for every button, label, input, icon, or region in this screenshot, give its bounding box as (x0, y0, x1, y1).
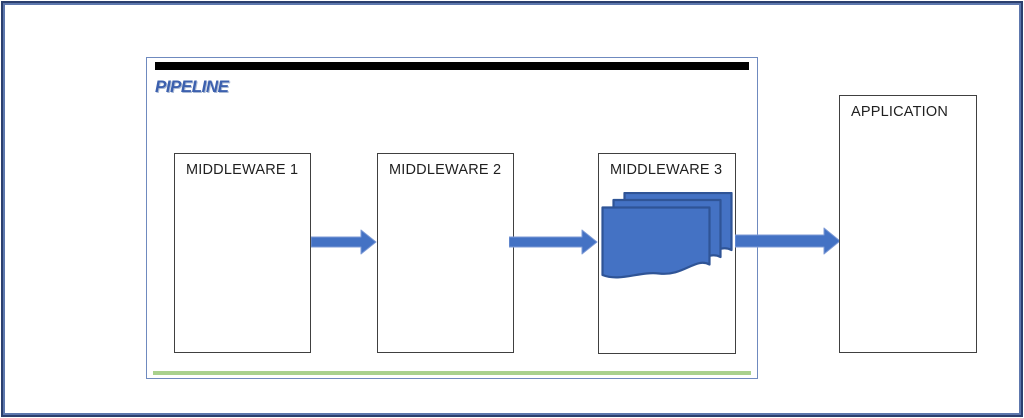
pipeline-top-bar (155, 62, 749, 70)
arrow-middleware1-to-middleware2 (311, 229, 377, 255)
middleware-2-label: MIDDLEWARE 2 (389, 162, 502, 178)
middleware-1-box: MIDDLEWARE 1 (174, 153, 311, 353)
application-box: APPLICATION (839, 95, 977, 353)
arrow-middleware3-to-application (735, 227, 841, 255)
application-label: APPLICATION (851, 104, 949, 120)
middleware-1-label: MIDDLEWARE 1 (186, 162, 299, 178)
middleware-2-box: MIDDLEWARE 2 (377, 153, 514, 353)
pipeline-title: PIPELINE (155, 77, 229, 96)
pipeline-container: PIPELINE MIDDLEWARE 1 MIDDLEWARE 2 MIDDL… (146, 57, 758, 379)
middleware-3-label: MIDDLEWARE 3 (610, 162, 723, 178)
documents-stack-icon (601, 192, 733, 279)
arrow-middleware2-to-middleware3 (509, 229, 598, 255)
pipeline-bottom-line (153, 371, 751, 375)
